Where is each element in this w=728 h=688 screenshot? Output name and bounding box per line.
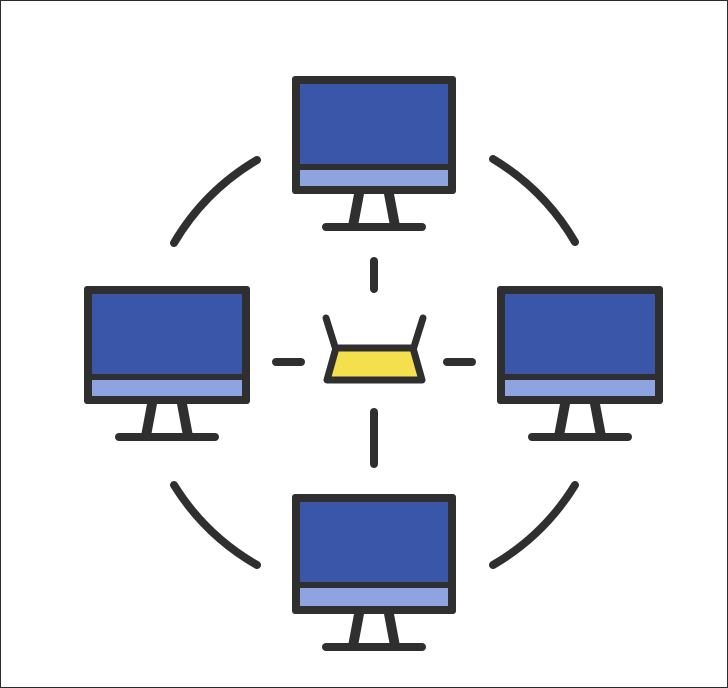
ring-arc-top-right (489, 155, 579, 246)
computer-right (497, 286, 663, 441)
router-links (272, 257, 476, 468)
computer-monitor-icon (497, 286, 663, 441)
ring-arcs (170, 155, 579, 569)
computer-monitor-icon (292, 494, 456, 651)
computer-top (292, 76, 456, 231)
ring-arc-bottom-left (170, 481, 261, 569)
router-icon (322, 314, 427, 384)
computer-left (84, 286, 250, 441)
computer-monitor-icon (84, 286, 250, 441)
ring-arc-bottom-right (489, 481, 579, 569)
ring-arc-top-left (170, 156, 261, 247)
computer-monitor-icon (292, 76, 456, 231)
computer-bottom (292, 494, 456, 651)
